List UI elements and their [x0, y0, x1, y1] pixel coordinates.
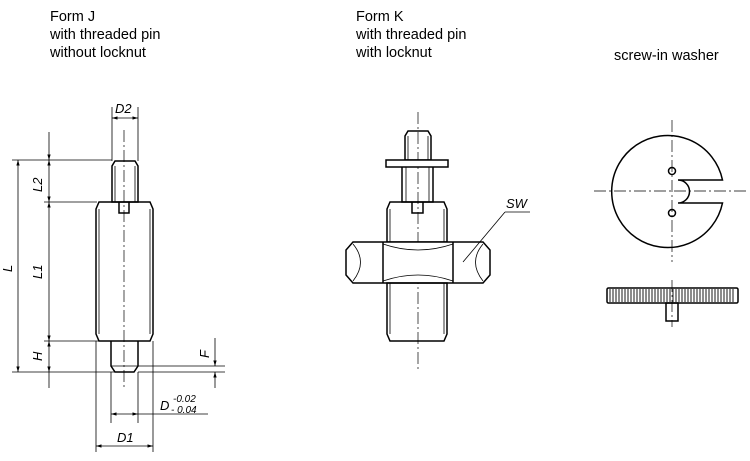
- dim-label-d-tol-lower: - 0.04: [171, 405, 197, 416]
- washer-top-view: [594, 120, 748, 262]
- form-j-drawing: D2 L2 L L1 H F D -0.02 - 0.04 D1: [0, 101, 225, 452]
- sw-leader: [462, 211, 506, 263]
- form-j-bottom-pin: [110, 341, 139, 373]
- form-k-lower-pin: [401, 167, 434, 203]
- washer-side-view: [606, 280, 739, 327]
- form-k-drawing: SW: [345, 112, 530, 372]
- dim-label-l1: L1: [30, 265, 45, 279]
- form-k-collar: [385, 159, 449, 168]
- caption-washer-line-1: screw-in washer: [614, 48, 719, 64]
- dim-label-d-tol-upper: -0.02: [173, 394, 196, 405]
- caption-form-j-line-1: Form J: [50, 9, 96, 25]
- form-k-upper-thread: [386, 201, 448, 243]
- caption-washer: screw-in washer: [614, 47, 719, 65]
- dim-label-d2: D2: [115, 101, 132, 116]
- dim-label-d1: D1: [117, 430, 134, 445]
- caption-form-j-line-2: with threaded pin: [50, 27, 161, 43]
- caption-form-k-line-2: with threaded pin: [356, 27, 467, 43]
- form-j-top-pin: [111, 160, 139, 203]
- dim-label-h: H: [30, 351, 45, 361]
- dim-label-sw: SW: [506, 196, 529, 211]
- caption-form-j: Form J with threaded pin without locknut: [50, 8, 160, 62]
- caption-form-j-line-3: without locknut: [50, 45, 146, 61]
- form-j-slot: [118, 202, 130, 214]
- caption-form-k: Form K with threaded pin with locknut: [356, 8, 466, 62]
- form-k-hex-nut: [345, 241, 491, 284]
- dim-label-d: D: [160, 398, 169, 413]
- form-k-slot: [411, 202, 424, 214]
- form-k-lower-thread: [386, 282, 448, 342]
- washer-body: [611, 134, 724, 249]
- dim-label-l2: L2: [30, 177, 45, 192]
- caption-form-k-line-1: Form K: [356, 9, 404, 25]
- form-j-threaded-body: [95, 201, 154, 342]
- caption-form-k-line-3: with locknut: [356, 45, 432, 61]
- dim-label-l: L: [0, 265, 15, 272]
- washer-knurl: [609, 289, 734, 302]
- dim-label-f: F: [197, 349, 212, 358]
